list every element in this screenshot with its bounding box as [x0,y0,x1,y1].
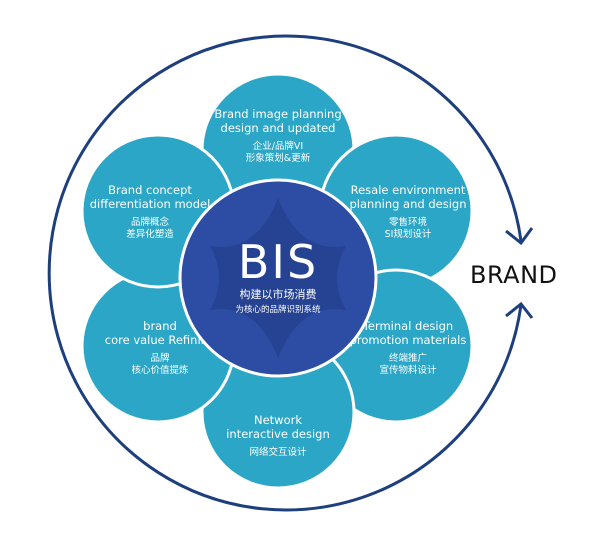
petal-cn-line: 企业/品牌VI [253,140,304,152]
center-line-1: 构建以市场消费 [240,287,317,301]
brand-label: BRAND [470,261,558,289]
petal-cn-line: 品牌 [150,352,170,364]
petal-cn-line: 核心价值提炼 [131,364,189,376]
circular-arrow-icon [47,34,534,512]
petal-en-line: interactive design [226,427,330,441]
center-circle: BIS 构建以市场消费 为核心的品牌识别系统 [178,178,378,378]
petal-cn-line: 宣传物料设计 [379,364,437,376]
petal-cn-line: SI规划设计 [385,228,432,240]
petal-en-line: Brand image planning [214,107,341,121]
petal-en-line: planning and design [350,197,467,211]
petal-cn-line: 终端推广 [389,352,427,364]
center-line-2: 为核心的品牌识别系统 [235,304,321,315]
ring-top-arc [47,34,523,512]
arrow-head-top-icon [505,227,534,246]
petal-en-line: Network [254,413,302,427]
petal-en-line: differentiation model [90,197,211,211]
arrow-head-bottom-icon [505,301,534,319]
petal-cn-line: 形象策划&更新 [246,152,311,164]
petal-cn-line: 零售环境 [389,216,428,228]
petal-en-line: Resale environment [351,183,466,197]
petal-cn-line: 差异化塑造 [126,228,174,240]
petal-en-line: promotion materials [350,333,467,347]
petal-cn-line: 网络交互设计 [249,446,307,458]
petal-en-line: brand [143,319,177,333]
petal-en-line: core value Refining [105,333,216,347]
petal-en-line: Brand concept [108,183,192,197]
petal-en-line: design and updated [221,121,336,135]
petal-cn-line: 品牌概念 [131,216,170,228]
center-star-shape [210,198,346,358]
petal-en-line: Terminal design [362,319,453,333]
center-title: BIS [238,235,318,289]
